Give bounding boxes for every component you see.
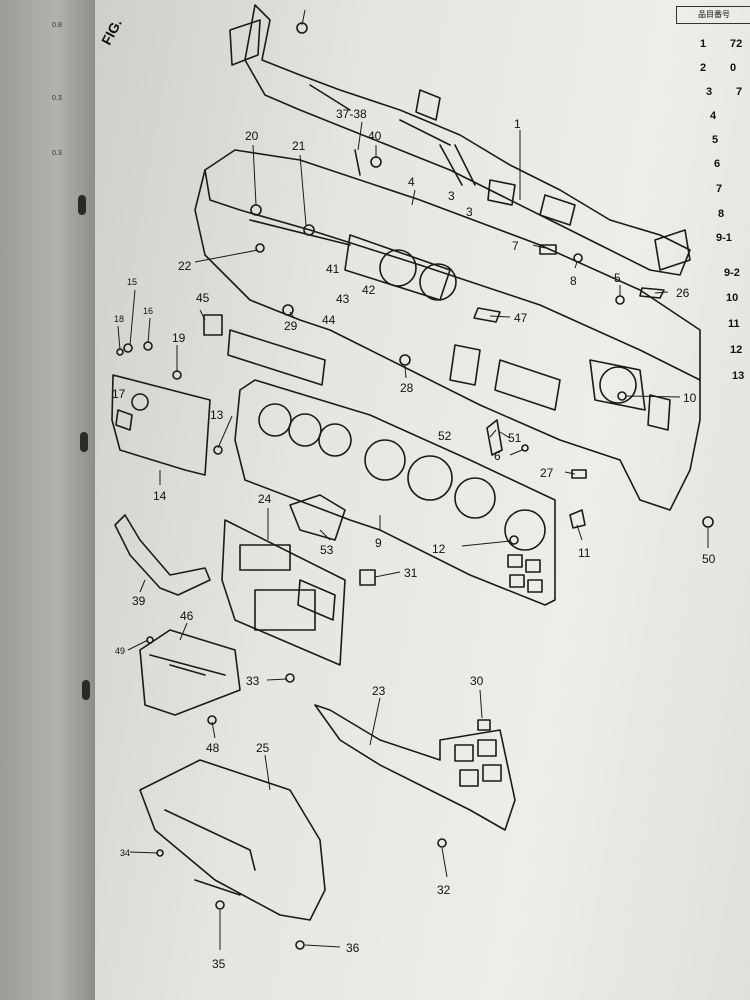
callout-29: 29 <box>284 319 298 333</box>
callout-labels: 1 3 3 4 5 6 7 8 9 10 11 12 13 14 15 16 1… <box>112 107 716 971</box>
callout-4: 4 <box>408 175 415 189</box>
callout-40: 40 <box>368 129 382 143</box>
meter-cluster-bezel-part <box>234 379 556 606</box>
callout-11: 11 <box>578 546 591 560</box>
callout-27: 27 <box>540 466 554 480</box>
lower-trim-part <box>314 704 516 831</box>
callout-43: 43 <box>336 292 350 306</box>
callout-21: 21 <box>292 139 306 153</box>
center-panel-part <box>221 519 346 666</box>
callout-13: 13 <box>210 408 224 422</box>
callout-50: 50 <box>702 552 716 566</box>
callout-18: 18 <box>114 314 124 324</box>
leader-lines <box>117 9 709 950</box>
callout-36: 36 <box>346 941 360 955</box>
callout-6: 6 <box>494 449 501 463</box>
fastener-parts <box>116 22 714 950</box>
callout-22: 22 <box>178 259 192 273</box>
callout-8: 8 <box>570 274 577 288</box>
callout-48: 48 <box>206 741 220 755</box>
ashtray-part <box>139 629 241 716</box>
callout-23: 23 <box>372 684 386 698</box>
right-column-header: 品目番号 <box>676 6 750 24</box>
list-item: 9-1 <box>716 232 732 244</box>
callout-28: 28 <box>400 381 414 395</box>
list-item: 13 <box>732 370 745 382</box>
callout-33: 33 <box>246 674 260 688</box>
left-page-mark: 0.8 <box>52 22 62 29</box>
callout-51: 51 <box>508 431 522 445</box>
callout-49: 49 <box>115 646 125 656</box>
callout-3b: 3 <box>466 205 473 219</box>
callout-9: 9 <box>375 536 382 550</box>
callout-24: 24 <box>258 492 272 506</box>
left-page-mark: 0.3 <box>52 150 62 157</box>
callout-45: 45 <box>196 291 210 305</box>
callout-25: 25 <box>256 741 270 755</box>
left-page: 0.8 0.3 0.3 <box>0 0 95 1000</box>
callout-19: 19 <box>172 331 186 345</box>
callout-42: 42 <box>362 283 376 297</box>
vent-part <box>289 494 346 541</box>
reinforcement-beam-part <box>229 4 691 276</box>
callout-35: 35 <box>212 957 226 971</box>
binder-hole <box>78 195 86 215</box>
callout-53: 53 <box>320 543 334 557</box>
callout-39: 39 <box>132 594 146 608</box>
callout-14: 14 <box>153 489 167 503</box>
callout-3a: 3 <box>448 189 455 203</box>
list-item: 4 <box>710 110 717 122</box>
callout-16: 16 <box>143 306 153 316</box>
list-item: 8 <box>718 208 725 220</box>
callout-52: 52 <box>438 429 452 443</box>
callout-7: 7 <box>512 239 519 253</box>
callout-17: 17 <box>112 387 126 401</box>
callout-41: 41 <box>326 262 340 276</box>
list-item: 12 <box>730 344 743 356</box>
callout-34: 34 <box>120 848 130 858</box>
glove-box-part <box>139 759 326 921</box>
callout-46: 46 <box>180 609 194 623</box>
glove-box-lid-part <box>111 374 211 476</box>
callout-5: 5 <box>614 271 621 285</box>
callout-30: 30 <box>470 674 484 688</box>
binder-hole <box>82 680 90 700</box>
callout-44: 44 <box>322 313 336 327</box>
left-page-mark: 0.3 <box>52 95 62 102</box>
list-item: 6 <box>714 158 721 170</box>
instrument-panel-part <box>194 149 701 511</box>
callout-32: 32 <box>437 883 451 897</box>
list-item: 9-2 <box>724 267 740 279</box>
callout-10: 10 <box>683 391 697 405</box>
callout-26: 26 <box>676 286 690 300</box>
callout-20: 20 <box>245 129 259 143</box>
list-item: 11 <box>728 318 740 330</box>
callout-37-38: 37-38 <box>336 107 367 121</box>
list-item: 10 <box>726 292 739 304</box>
callout-47: 47 <box>514 311 528 325</box>
callout-15: 15 <box>127 277 137 287</box>
callout-1: 1 <box>514 117 521 131</box>
callout-31: 31 <box>404 566 418 580</box>
list-item: 5 <box>712 134 719 146</box>
grab-handle-part <box>114 514 211 596</box>
callout-12: 12 <box>432 542 446 556</box>
list-item: 7 <box>716 183 723 195</box>
binder-hole <box>80 432 88 452</box>
